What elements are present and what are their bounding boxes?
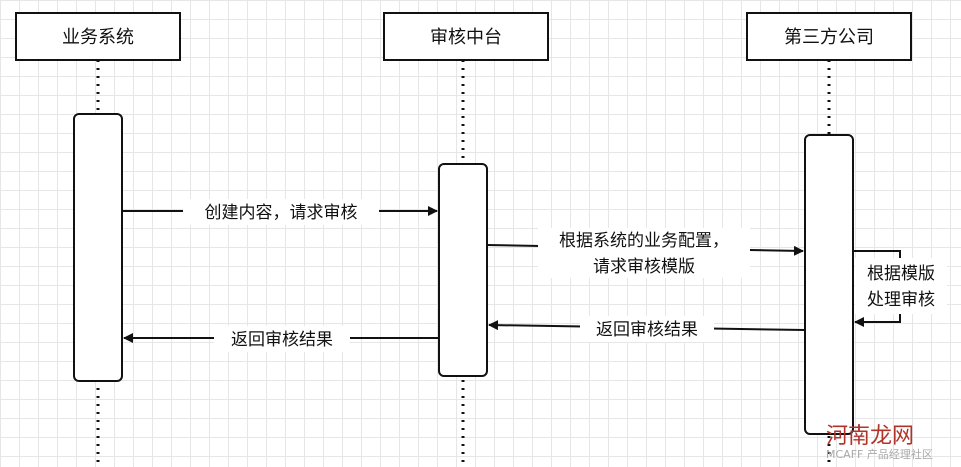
message-label-line1: 根据模版 bbox=[867, 264, 935, 284]
message-request-template: 根据系统的业务配置， 请求审核模版 bbox=[486, 228, 804, 278]
participant-label: 业务系统 bbox=[62, 27, 134, 48]
message-label-line1: 根据系统的业务配置， bbox=[559, 231, 729, 251]
message-label: 返回审核结果 bbox=[231, 330, 333, 350]
activation-business-system bbox=[73, 113, 123, 382]
message-create-content: 创建内容，请求审核 bbox=[122, 199, 438, 225]
watermark-credit: MCAFF 产品经理社区 bbox=[826, 447, 933, 461]
participant-label: 审核中台 bbox=[430, 27, 502, 48]
message-return-result-third-party: 返回审核结果 bbox=[488, 316, 806, 342]
activation-audit-platform bbox=[438, 163, 488, 377]
watermark-site: 河南龙网 bbox=[826, 424, 914, 449]
participant-label: 第三方公司 bbox=[784, 27, 874, 48]
message-process-audit: 根据模版 处理审核 bbox=[853, 250, 947, 327]
activation-third-party bbox=[804, 134, 854, 435]
message-return-result-platform: 返回审核结果 bbox=[123, 326, 439, 352]
message-label-line2: 请求审核模版 bbox=[593, 257, 695, 277]
participant-business-system: 业务系统 bbox=[15, 12, 181, 61]
message-label-line2: 处理审核 bbox=[867, 290, 935, 310]
participant-third-party: 第三方公司 bbox=[746, 12, 912, 61]
watermark: 河南龙网 MCAFF 产品经理社区 bbox=[826, 424, 933, 461]
participant-audit-platform: 审核中台 bbox=[383, 12, 549, 61]
message-label: 返回审核结果 bbox=[596, 320, 698, 340]
message-label: 创建内容，请求审核 bbox=[205, 203, 358, 223]
